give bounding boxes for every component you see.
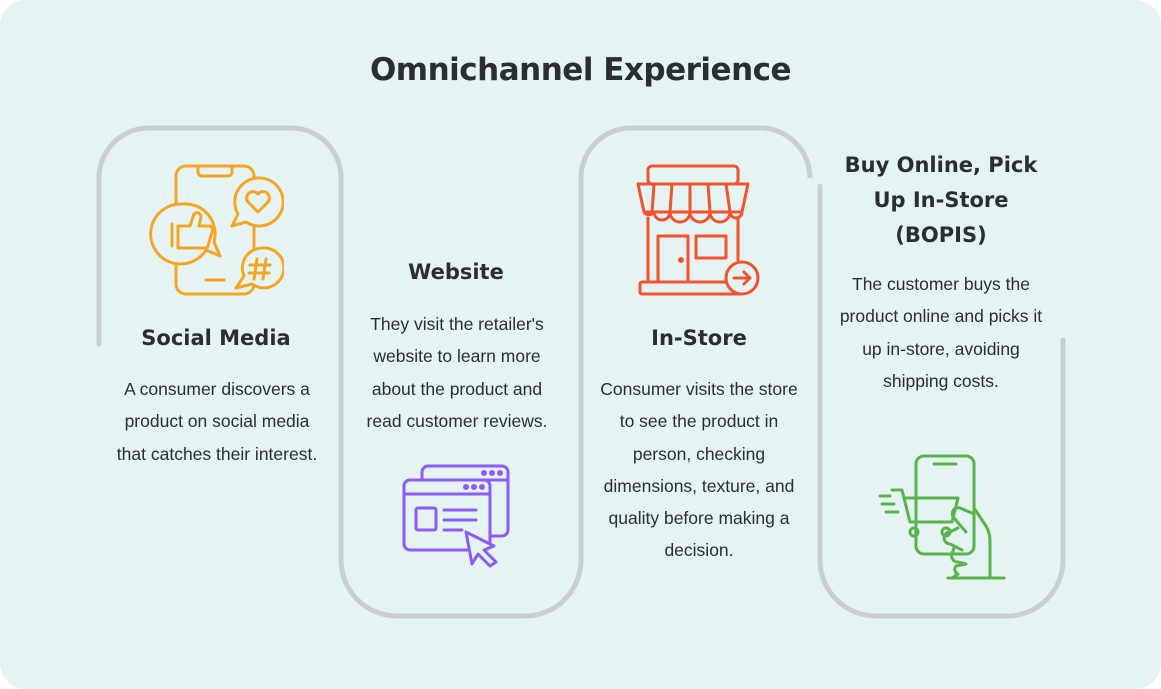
step-body-website: They visit the retailer's website to lea… [366,314,548,431]
page-title: Omnichannel Experience [369,52,792,88]
step-body-in-store: Consumer visits the store to see the pro… [600,379,798,561]
smartphone-social-icon [149,164,284,296]
track-segment-1 [96,125,813,619]
browser-cursor-icon [402,464,510,568]
phone-cart-hand-icon [878,454,1006,580]
step-heading-in-store: In-Store [651,326,747,350]
step-heading-website: Website [408,260,504,284]
step-body-bopis: The customer buys the product online and… [839,274,1043,391]
step-heading-social-media: Social Media [141,326,291,350]
track-segment-2 [817,183,1066,619]
step-body-social-media: A consumer discovers a product on social… [116,379,318,464]
step-heading-bopis: Buy Online, Pick Up In-Store (BOPIS) [844,153,1038,247]
storefront-icon [636,164,760,296]
